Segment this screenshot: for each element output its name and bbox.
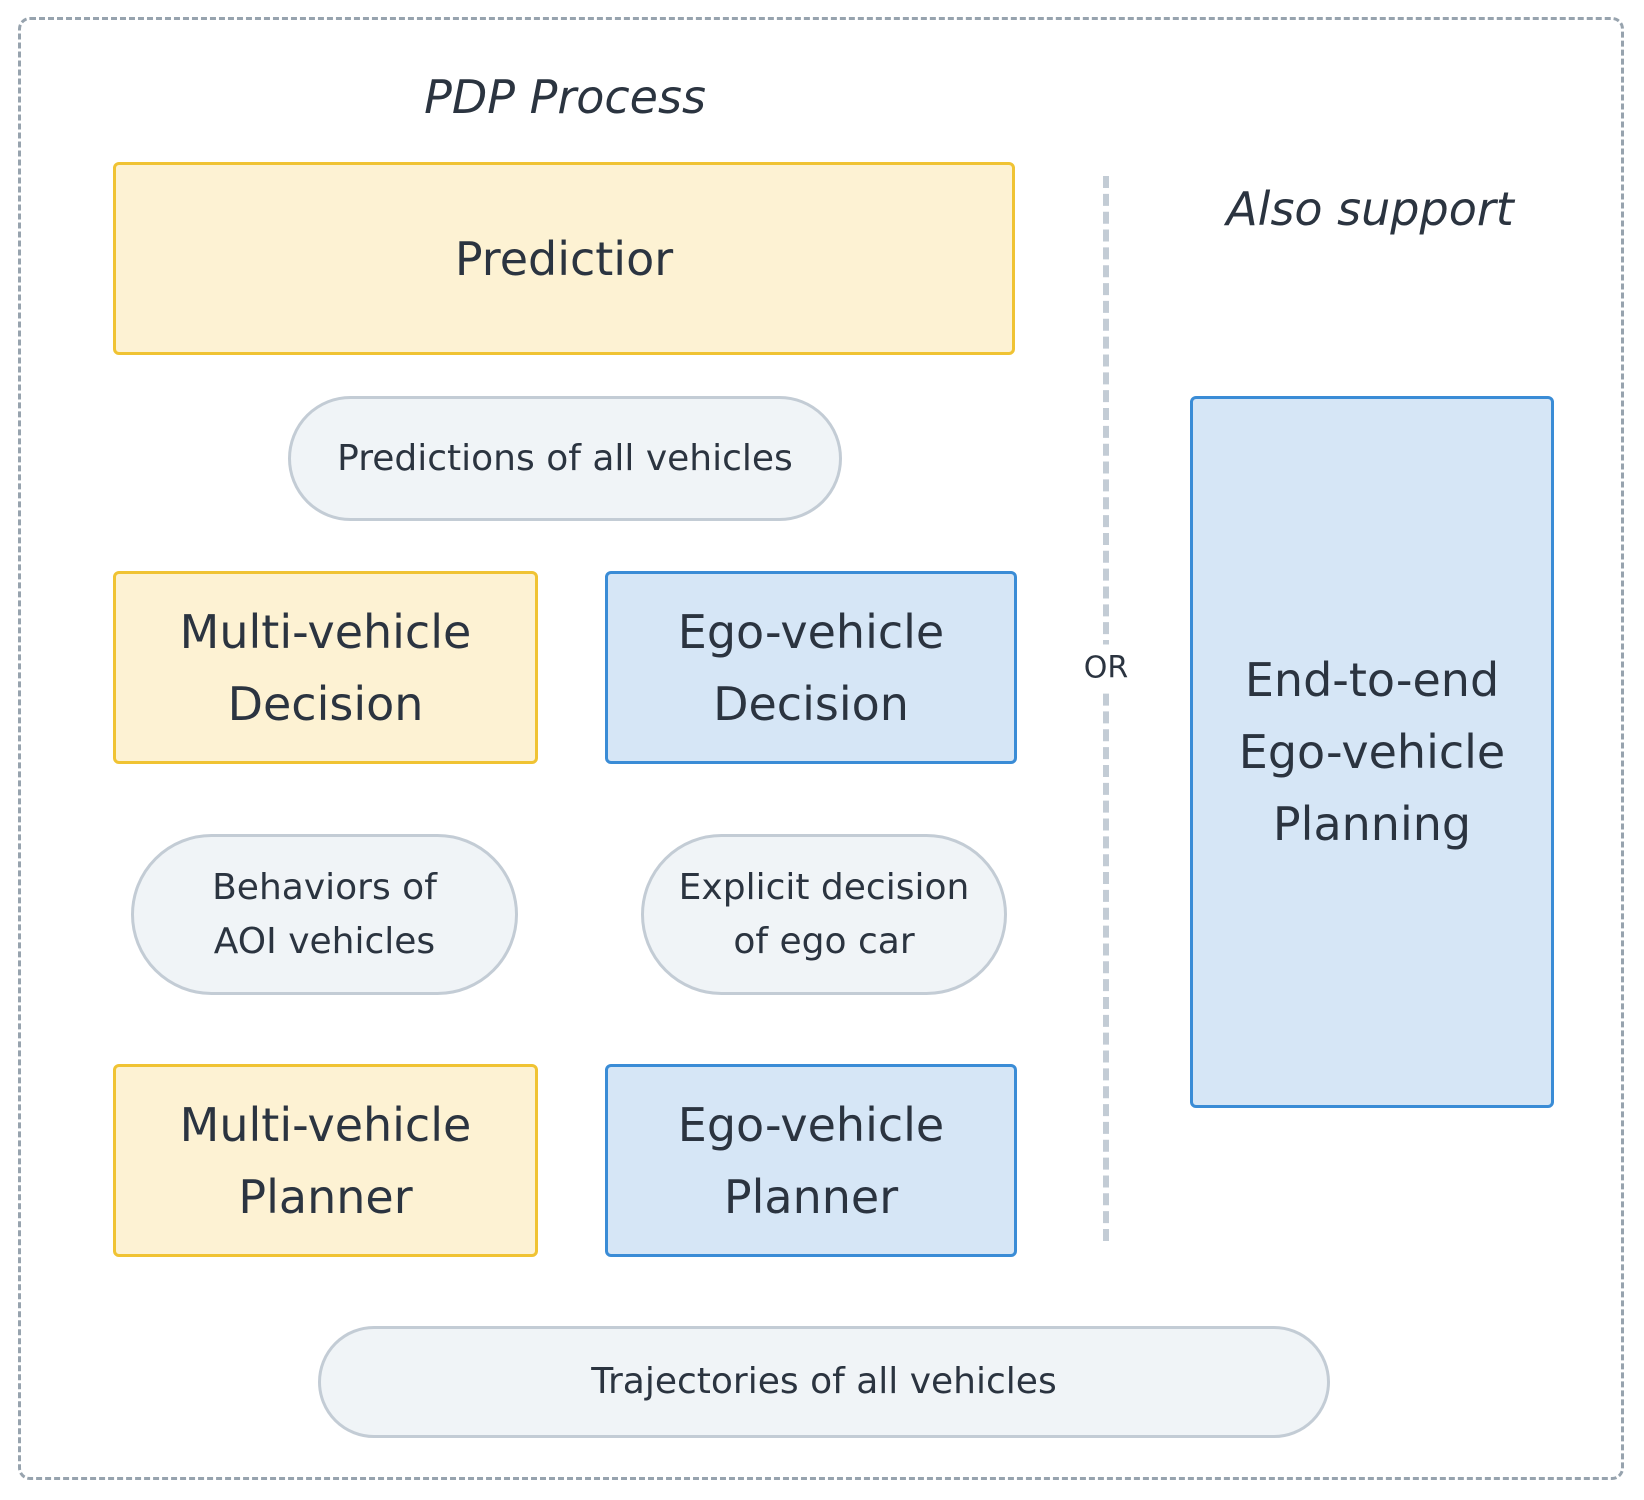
ego-vehicle-planner-box: Ego-vehicle Planner: [605, 1064, 1017, 1257]
predictions-label: Predictions of all vehicles: [337, 437, 793, 479]
multi-planner-label: Multi-vehicle Planner: [179, 1097, 472, 1224]
trajectories-label: Trajectories of all vehicles: [591, 1361, 1057, 1402]
predictor-box: Predictior: [113, 162, 1015, 355]
predictions-of-all-vehicles-pill: Predictions of all vehicles: [288, 396, 842, 521]
ego-decision-label: Ego-vehicle Decision: [677, 604, 945, 731]
or-divider-line: [1103, 176, 1109, 1241]
multi-decision-label: Multi-vehicle Decision: [179, 604, 472, 731]
also-support-title: Also support: [1226, 182, 1514, 236]
or-label: OR: [1075, 644, 1137, 692]
behaviors-of-aoi-vehicles-pill: Behaviors of AOI vehicles: [131, 834, 518, 995]
behaviors-label: Behaviors of AOI vehicles: [212, 866, 437, 962]
multi-vehicle-planner-box: Multi-vehicle Planner: [113, 1064, 538, 1257]
diagram-frame: [18, 17, 1624, 1480]
multi-vehicle-decision-box: Multi-vehicle Decision: [113, 571, 538, 764]
ego-vehicle-decision-box: Ego-vehicle Decision: [605, 571, 1017, 764]
pdp-process-title: PDP Process: [424, 70, 706, 124]
explicit-decision-pill: Explicit decision of ego car: [641, 834, 1007, 995]
trajectories-of-all-vehicles-pill: Trajectories of all vehicles: [318, 1326, 1330, 1438]
end-to-end-planning-box: End-to-end Ego-vehicle Planning: [1190, 396, 1554, 1108]
e2e-planning-label: End-to-end Ego-vehicle Planning: [1238, 653, 1506, 851]
predictor-label: Predictior: [454, 231, 674, 286]
ego-planner-label: Ego-vehicle Planner: [677, 1097, 945, 1224]
explicit-label: Explicit decision of ego car: [678, 866, 970, 962]
